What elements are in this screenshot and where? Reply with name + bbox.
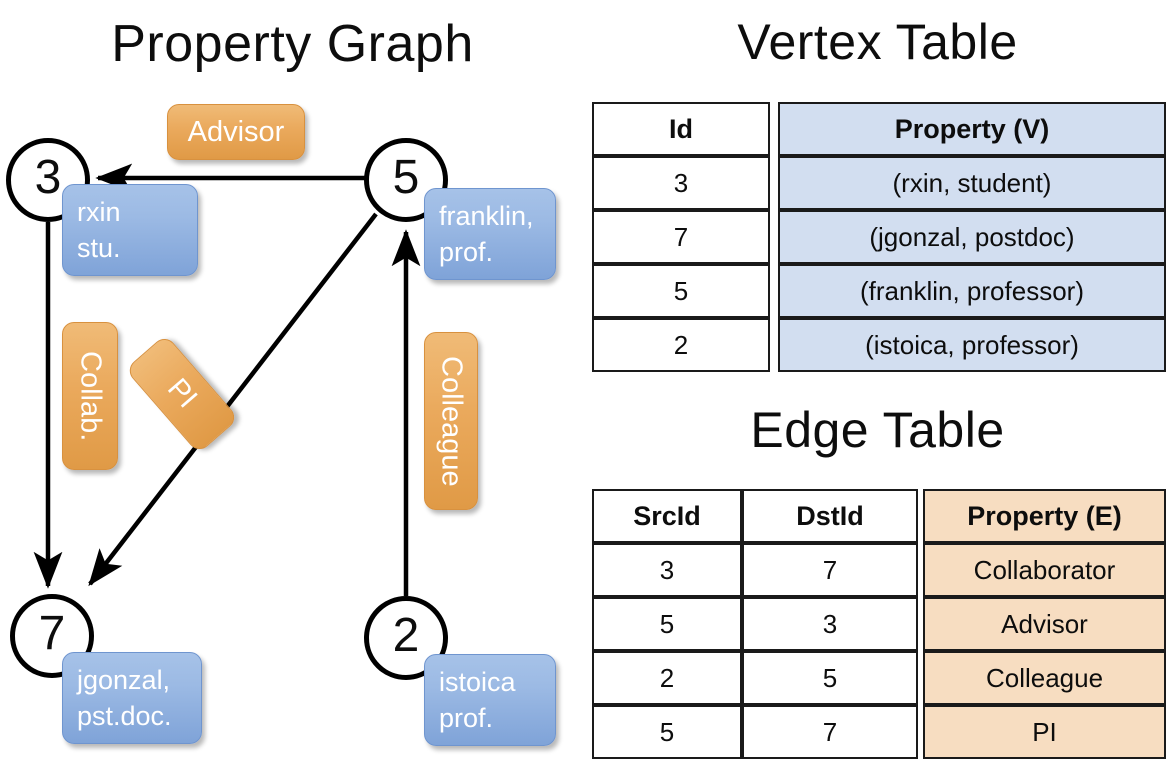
page-title-edge-table: Edge Table [750,402,1005,458]
table-row[interactable]: 5 (franklin, professor) [592,264,1166,318]
page-title-property-graph: Property Graph [111,15,474,73]
vertex-property-franklin-line1: franklin, [439,201,534,231]
vertex-row-1-id: 7 [592,210,770,264]
table-row[interactable]: 5 7 PI [592,705,1166,759]
vertex-table-column-gap [770,264,778,318]
vertex-row-0-id: 3 [592,156,770,210]
vertex-row-3-property: (istoica, professor) [778,318,1166,372]
table-row[interactable]: 2 5 Colleague [592,651,1166,705]
vertex-row-2-property: (franklin, professor) [778,264,1166,318]
edge-table: SrcId DstId Property (E) 3 7 Collaborato… [592,489,1166,759]
edge-row-1-src: 5 [592,597,742,651]
vertex-property-box-rxin[interactable]: rxin stu. [62,184,198,276]
edge-row-1-property: Advisor [923,597,1166,651]
table-row[interactable]: 3 (rxin, student) [592,156,1166,210]
graph-edges-layer [33,163,421,596]
vertex-table-header-row: Id Property (V) [592,102,1166,156]
vertex-row-0-property: (rxin, student) [778,156,1166,210]
edge-table-header-dstid: DstId [742,489,918,543]
vertex-table-column-gap [770,102,778,156]
edge-table-column-gap [918,489,923,543]
page-title-vertex-table: Vertex Table [737,14,1018,70]
vertex-property-box-istoica[interactable]: istoica prof. [424,654,556,746]
vertex-row-1-property: (jgonzal, postdoc) [778,210,1166,264]
table-row[interactable]: 7 (jgonzal, postdoc) [592,210,1166,264]
edge-row-2-dst: 5 [742,651,918,705]
table-row[interactable]: 2 (istoica, professor) [592,318,1166,372]
vertex-property-jgonzal-line1: jgonzal, [77,665,171,695]
edge-table-header-row: SrcId DstId Property (E) [592,489,1166,543]
edge-row-2-src: 2 [592,651,742,705]
edge-row-0-dst: 7 [742,543,918,597]
edge-property-box-colleague[interactable]: Colleague [424,332,478,510]
edge-property-advisor-label: Advisor [187,115,285,148]
vertex-table-header-id: Id [592,102,770,156]
graph-node-5-label: 5 [392,151,420,204]
edge-property-colleague-label: Colleague [435,355,468,487]
edge-table-column-gap [918,705,923,759]
edge-table-column-gap [918,543,923,597]
table-row[interactable]: 3 7 Collaborator [592,543,1166,597]
property-graph-diagram: 3 5 7 2 rxin stu. franklin, prof. jgonza… [6,104,556,746]
graph-node-2[interactable]: 2 [364,596,448,680]
vertex-table-column-gap [770,318,778,372]
edge-row-0-property: Collaborator [923,543,1166,597]
table-row[interactable]: 5 3 Advisor [592,597,1166,651]
edge-property-collab-label: Collab. [74,350,107,442]
vertex-property-box-jgonzal[interactable]: jgonzal, pst.doc. [62,652,202,744]
edge-table-column-gap [918,597,923,651]
vertex-table-column-gap [770,210,778,264]
vertex-property-jgonzal-line2: pst.doc. [77,701,172,731]
vertex-property-box-franklin[interactable]: franklin, prof. [424,188,556,280]
vertex-table-column-gap [770,156,778,210]
edge-row-2-property: Colleague [923,651,1166,705]
vertex-property-istoica-line2: prof. [439,703,494,733]
edge-table-header-property: Property (E) [923,489,1166,543]
vertex-table: Id Property (V) 3 (rxin, student) 7 (jgo… [592,102,1166,372]
edge-row-3-property: PI [923,705,1166,759]
vertex-row-3-id: 2 [592,318,770,372]
edge-property-box-advisor[interactable]: Advisor [167,104,305,160]
edge-property-pi-label: PI [161,372,204,415]
graph-node-5[interactable]: 5 [364,138,448,222]
edge-property-box-collab[interactable]: Collab. [62,322,118,470]
vertex-property-rxin-line1: rxin [77,197,121,227]
vertex-property-istoica-line1: istoica [439,667,516,697]
vertex-table-header-property: Property (V) [778,102,1166,156]
vertex-property-franklin-line2: prof. [439,237,494,267]
graph-node-3-label: 3 [34,151,62,204]
graph-node-7-label: 7 [38,607,66,660]
edge-row-3-src: 5 [592,705,742,759]
graph-node-2-label: 2 [392,609,420,662]
vertex-property-rxin-line2: stu. [77,233,121,263]
vertex-row-2-id: 5 [592,264,770,318]
edge-table-header-srcid: SrcId [592,489,742,543]
edge-row-1-dst: 3 [742,597,918,651]
edge-row-0-src: 3 [592,543,742,597]
edge-5-to-7 [88,212,378,587]
edge-row-3-dst: 7 [742,705,918,759]
edge-table-column-gap [918,651,923,705]
